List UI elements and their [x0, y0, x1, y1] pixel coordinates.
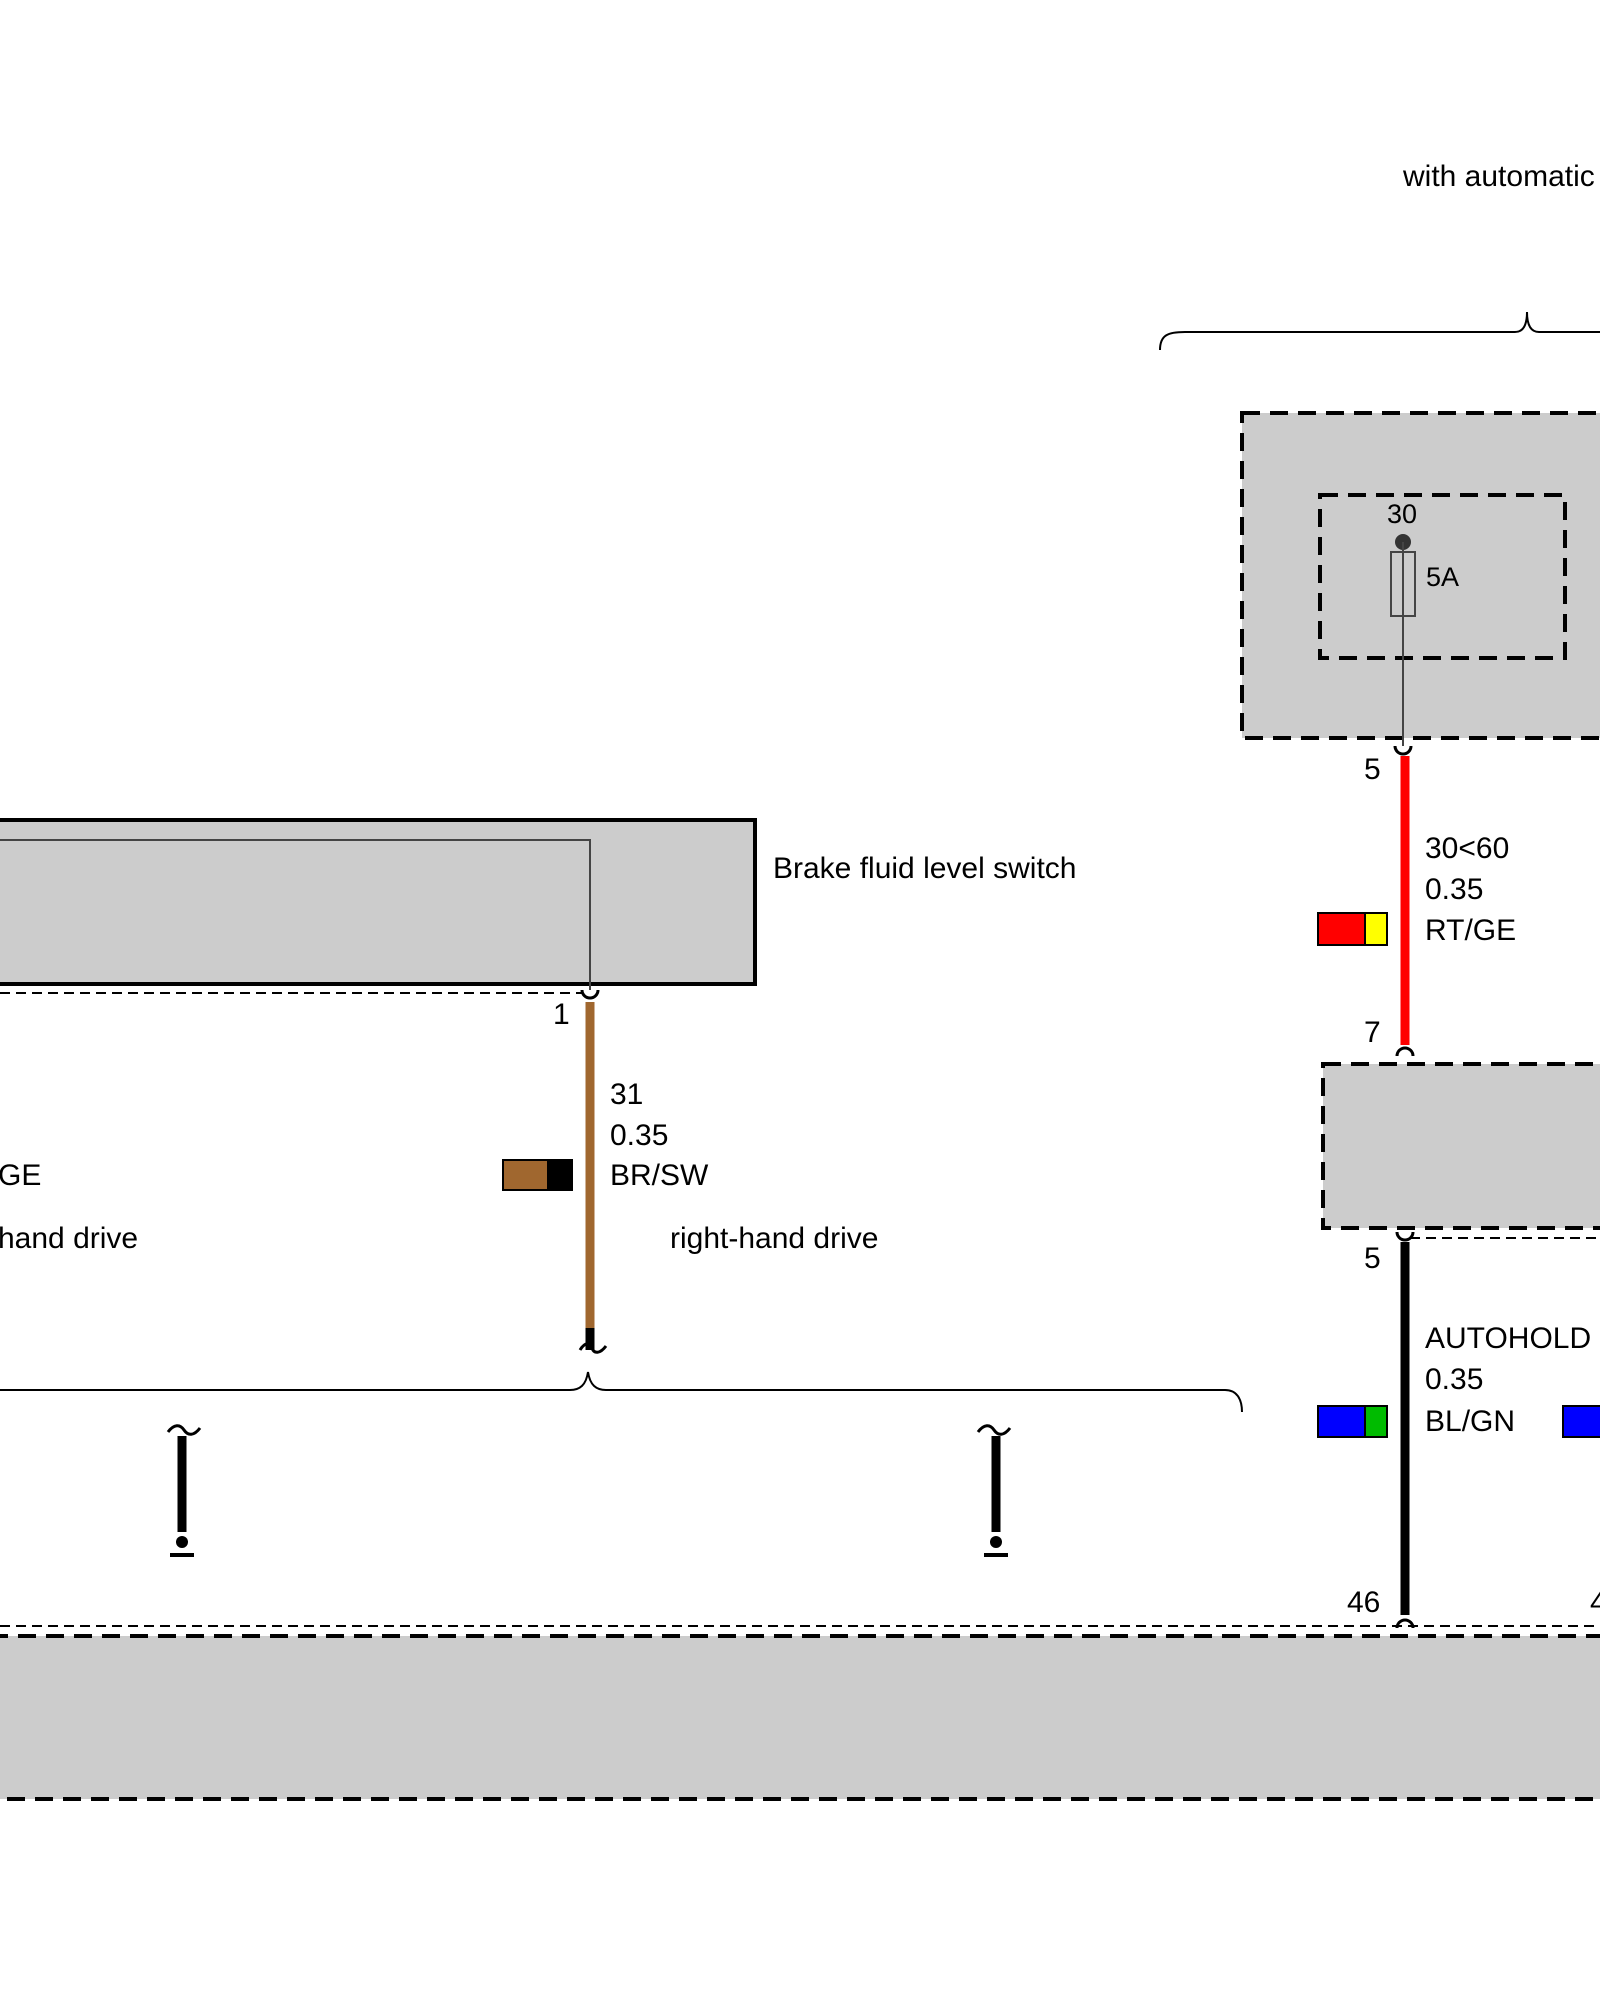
red-wire-swatch-stripe: [1364, 912, 1388, 946]
left-color-code-partial: GE: [0, 1159, 41, 1192]
red-wire-pin-top: 5: [1364, 753, 1381, 786]
autohold-color-code: BL/GN: [1425, 1405, 1515, 1438]
autohold-pin-bottom-right: 4: [1590, 1586, 1600, 1619]
red-wire-color-code: RT/GE: [1425, 914, 1516, 947]
right-hand-drive-label: right-hand drive: [670, 1222, 878, 1255]
autohold-signal: AUTOHOLD: [1425, 1322, 1591, 1355]
fuse-rating: 5A: [1426, 562, 1459, 592]
brown-wire-swatch-main: [502, 1159, 549, 1191]
brake-switch-title: Brake fluid level switch: [773, 852, 1076, 885]
top-note: with automatic: [1402, 160, 1595, 193]
brake-switch-pin: 1: [553, 998, 570, 1031]
autohold-swatch-main: [1317, 1405, 1366, 1438]
fuse-terminal-label: 30: [1387, 499, 1417, 529]
brown-wire-swatch-stripe: [547, 1159, 573, 1191]
autohold-pin-top: 5: [1364, 1242, 1381, 1275]
red-wire-signal: 30<60: [1425, 832, 1509, 865]
top-brace: [1159, 311, 1600, 351]
middle-module: [1321, 1062, 1600, 1230]
brown-wire-color-code: BR/SW: [610, 1159, 709, 1192]
autohold-pin-bottom: 46: [1347, 1586, 1380, 1619]
brown-wire-size: 0.35: [610, 1119, 668, 1152]
red-wire-swatch-main: [1317, 912, 1366, 946]
autohold-swatch-stripe: [1364, 1405, 1388, 1438]
right-swatch-partial: [1562, 1405, 1600, 1438]
drive-brace: [0, 1371, 1243, 1413]
fuse-box-outer: [1240, 411, 1600, 740]
red-wire-pin-bottom: 7: [1364, 1016, 1381, 1049]
brake-switch-box: [0, 818, 757, 986]
fuse-box-inner: [1318, 493, 1567, 660]
red-wire-size: 0.35: [1425, 873, 1483, 906]
autohold-size: 0.35: [1425, 1363, 1483, 1396]
brown-wire-signal: 31: [610, 1078, 643, 1111]
control-unit: [0, 1634, 1600, 1801]
left-hand-drive-partial: hand drive: [0, 1222, 138, 1255]
